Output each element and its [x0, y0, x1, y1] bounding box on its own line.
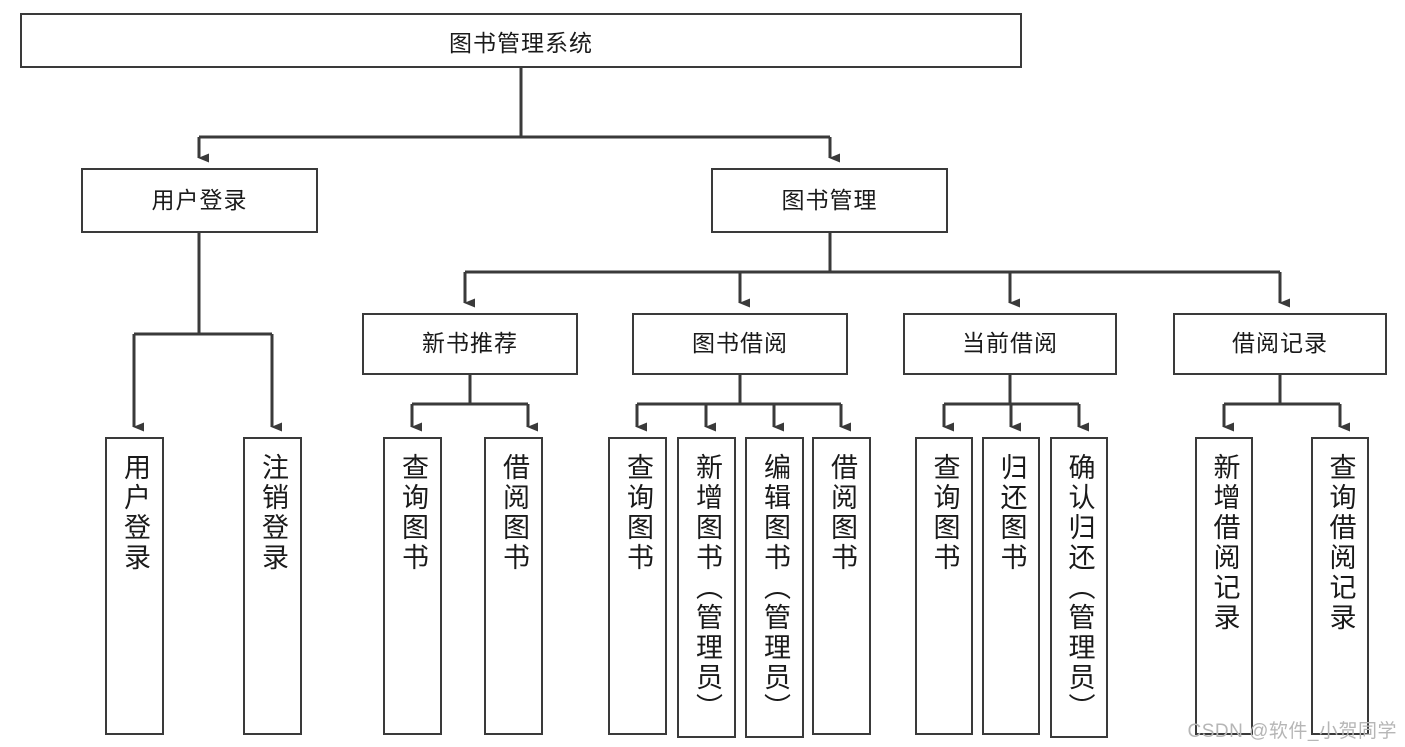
leaf-user-login-signout[interactable]: 注销登录: [243, 437, 302, 735]
node-book-management[interactable]: 图书管理: [711, 168, 948, 233]
leaf-label: 借阅图书: [826, 453, 857, 573]
leaf-label: 查询图书: [397, 453, 428, 573]
node-borrow-record[interactable]: 借阅记录: [1173, 313, 1387, 375]
leaf-label: 查询借阅记录: [1325, 453, 1356, 633]
node-user-login[interactable]: 用户登录: [81, 168, 318, 233]
leaf-label: 查询图书: [622, 453, 653, 573]
leaf-label: 注销登录: [257, 453, 288, 573]
leaf-borrow-record-add[interactable]: 新增借阅记录: [1195, 437, 1253, 735]
leaf-new-book-borrow[interactable]: 借阅图书: [484, 437, 543, 735]
node-root-system[interactable]: 图书管理系统: [20, 13, 1022, 68]
leaf-label: 查询图书: [929, 453, 960, 573]
node-new-book-recommend-label: 新书推荐: [422, 330, 518, 357]
node-book-management-label: 图书管理: [781, 186, 878, 213]
leaf-book-borrow-edit[interactable]: 编辑图书（管理员）: [745, 437, 804, 738]
node-new-book-recommend[interactable]: 新书推荐: [362, 313, 578, 375]
csdn-watermark: CSDN @软件_小贺同学: [1187, 721, 1397, 742]
leaf-current-borrow-confirm-return[interactable]: 确认归还（管理员）: [1050, 437, 1108, 738]
node-book-borrow[interactable]: 图书借阅: [632, 313, 848, 375]
leaf-label: 借阅图书: [498, 453, 529, 573]
leaf-book-borrow-add[interactable]: 新增图书（管理员）: [677, 437, 736, 738]
node-current-borrow-label: 当前借阅: [962, 330, 1058, 357]
node-borrow-record-label: 借阅记录: [1232, 330, 1328, 357]
leaf-user-login-signin[interactable]: 用户登录: [105, 437, 164, 735]
node-book-borrow-label: 图书借阅: [692, 330, 788, 357]
node-root-label: 图书管理系统: [449, 29, 593, 56]
leaf-label: 归还图书: [996, 453, 1027, 573]
leaf-current-borrow-query[interactable]: 查询图书: [915, 437, 973, 735]
leaf-label: 用户登录: [119, 453, 150, 573]
leaf-label: 新增图书（管理员）: [691, 453, 722, 723]
leaf-borrow-record-query[interactable]: 查询借阅记录: [1311, 437, 1369, 735]
leaf-label: 编辑图书（管理员）: [759, 453, 790, 723]
node-user-login-label: 用户登录: [151, 186, 248, 213]
leaf-book-borrow-lend[interactable]: 借阅图书: [812, 437, 871, 735]
leaf-label: 确认归还（管理员）: [1064, 453, 1095, 723]
leaf-new-book-query[interactable]: 查询图书: [383, 437, 442, 735]
leaf-label: 新增借阅记录: [1209, 453, 1240, 633]
node-current-borrow[interactable]: 当前借阅: [903, 313, 1117, 375]
leaf-current-borrow-return[interactable]: 归还图书: [982, 437, 1040, 735]
leaf-book-borrow-query[interactable]: 查询图书: [608, 437, 667, 735]
